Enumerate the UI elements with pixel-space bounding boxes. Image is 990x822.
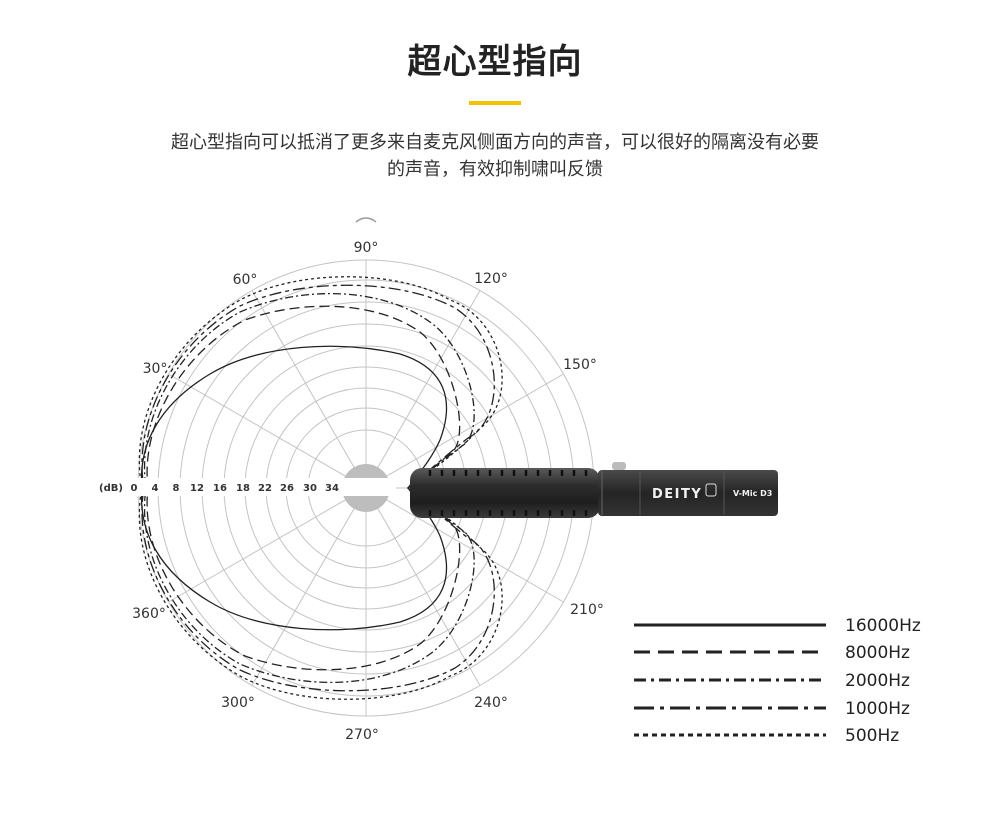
scale-label: 18	[236, 483, 250, 494]
microphone-image: DEITY V-Mic D3	[410, 462, 778, 518]
scale-label-backdrop	[96, 478, 396, 496]
angle-label-360: 360°	[132, 606, 166, 622]
angle-label-270: 270°	[345, 727, 379, 743]
scale-label: 4	[152, 483, 159, 494]
legend-label-16000hz: 16000Hz	[845, 616, 921, 636]
scale-label: 34	[325, 483, 339, 494]
mic-body	[598, 470, 778, 516]
description-line-2: 的声音，有效抑制啸叫反馈	[387, 159, 603, 180]
angle-label-120: 120°	[474, 271, 508, 287]
scale-label: 8	[173, 483, 180, 494]
mic-grille-slots	[428, 470, 588, 516]
scale-label: 16	[213, 483, 227, 494]
angle-label-30: 30°	[143, 361, 168, 377]
legend: 16000Hz 8000Hz 2000Hz 1000Hz 500Hz	[634, 616, 921, 746]
legend-label-500hz: 500Hz	[845, 726, 899, 746]
angle-label-300: 300°	[221, 695, 255, 711]
legend-label-2000hz: 2000Hz	[845, 671, 910, 691]
mic-logo-icon	[705, 483, 717, 497]
scale-label: 0	[131, 483, 138, 494]
mic-switch	[612, 462, 626, 470]
angle-label-240: 240°	[474, 695, 508, 711]
db-unit-label: (dB)	[99, 483, 123, 494]
angle-label-90: 90°	[354, 240, 379, 256]
db-scale: (dB) 0 4 8 12 16 18 22 26 30 34	[96, 478, 396, 496]
mic-model-label: V-Mic D3	[733, 489, 772, 498]
angle-labels: 90° 120° 150° 210° 240° 270° 300° 360° 3…	[132, 240, 604, 743]
mic-grille	[410, 468, 600, 518]
top-marker	[355, 217, 377, 223]
angle-label-150: 150°	[563, 357, 597, 373]
angle-label-60: 60°	[233, 272, 258, 288]
scale-label: 26	[280, 483, 294, 494]
curve-2000hz	[144, 292, 475, 684]
page-title: 超心型指向	[407, 42, 583, 82]
description-line-1: 超心型指向可以抵消了更多来自麦克风侧面方向的声音，可以很好的隔离没有必要	[171, 132, 819, 153]
scale-label: 30	[303, 483, 317, 494]
scale-label: 12	[190, 483, 204, 494]
scale-label: 22	[258, 483, 272, 494]
mic-brand-label: DEITY	[652, 487, 702, 502]
angle-label-210: 210°	[570, 602, 604, 618]
legend-label-8000hz: 8000Hz	[845, 643, 910, 663]
curve-1000hz	[141, 284, 495, 692]
description: 超心型指向可以抵消了更多来自麦克风侧面方向的声音，可以很好的隔离没有必要 的声音…	[0, 129, 990, 183]
title-accent-bar	[469, 101, 521, 105]
legend-label-1000hz: 1000Hz	[845, 699, 910, 719]
